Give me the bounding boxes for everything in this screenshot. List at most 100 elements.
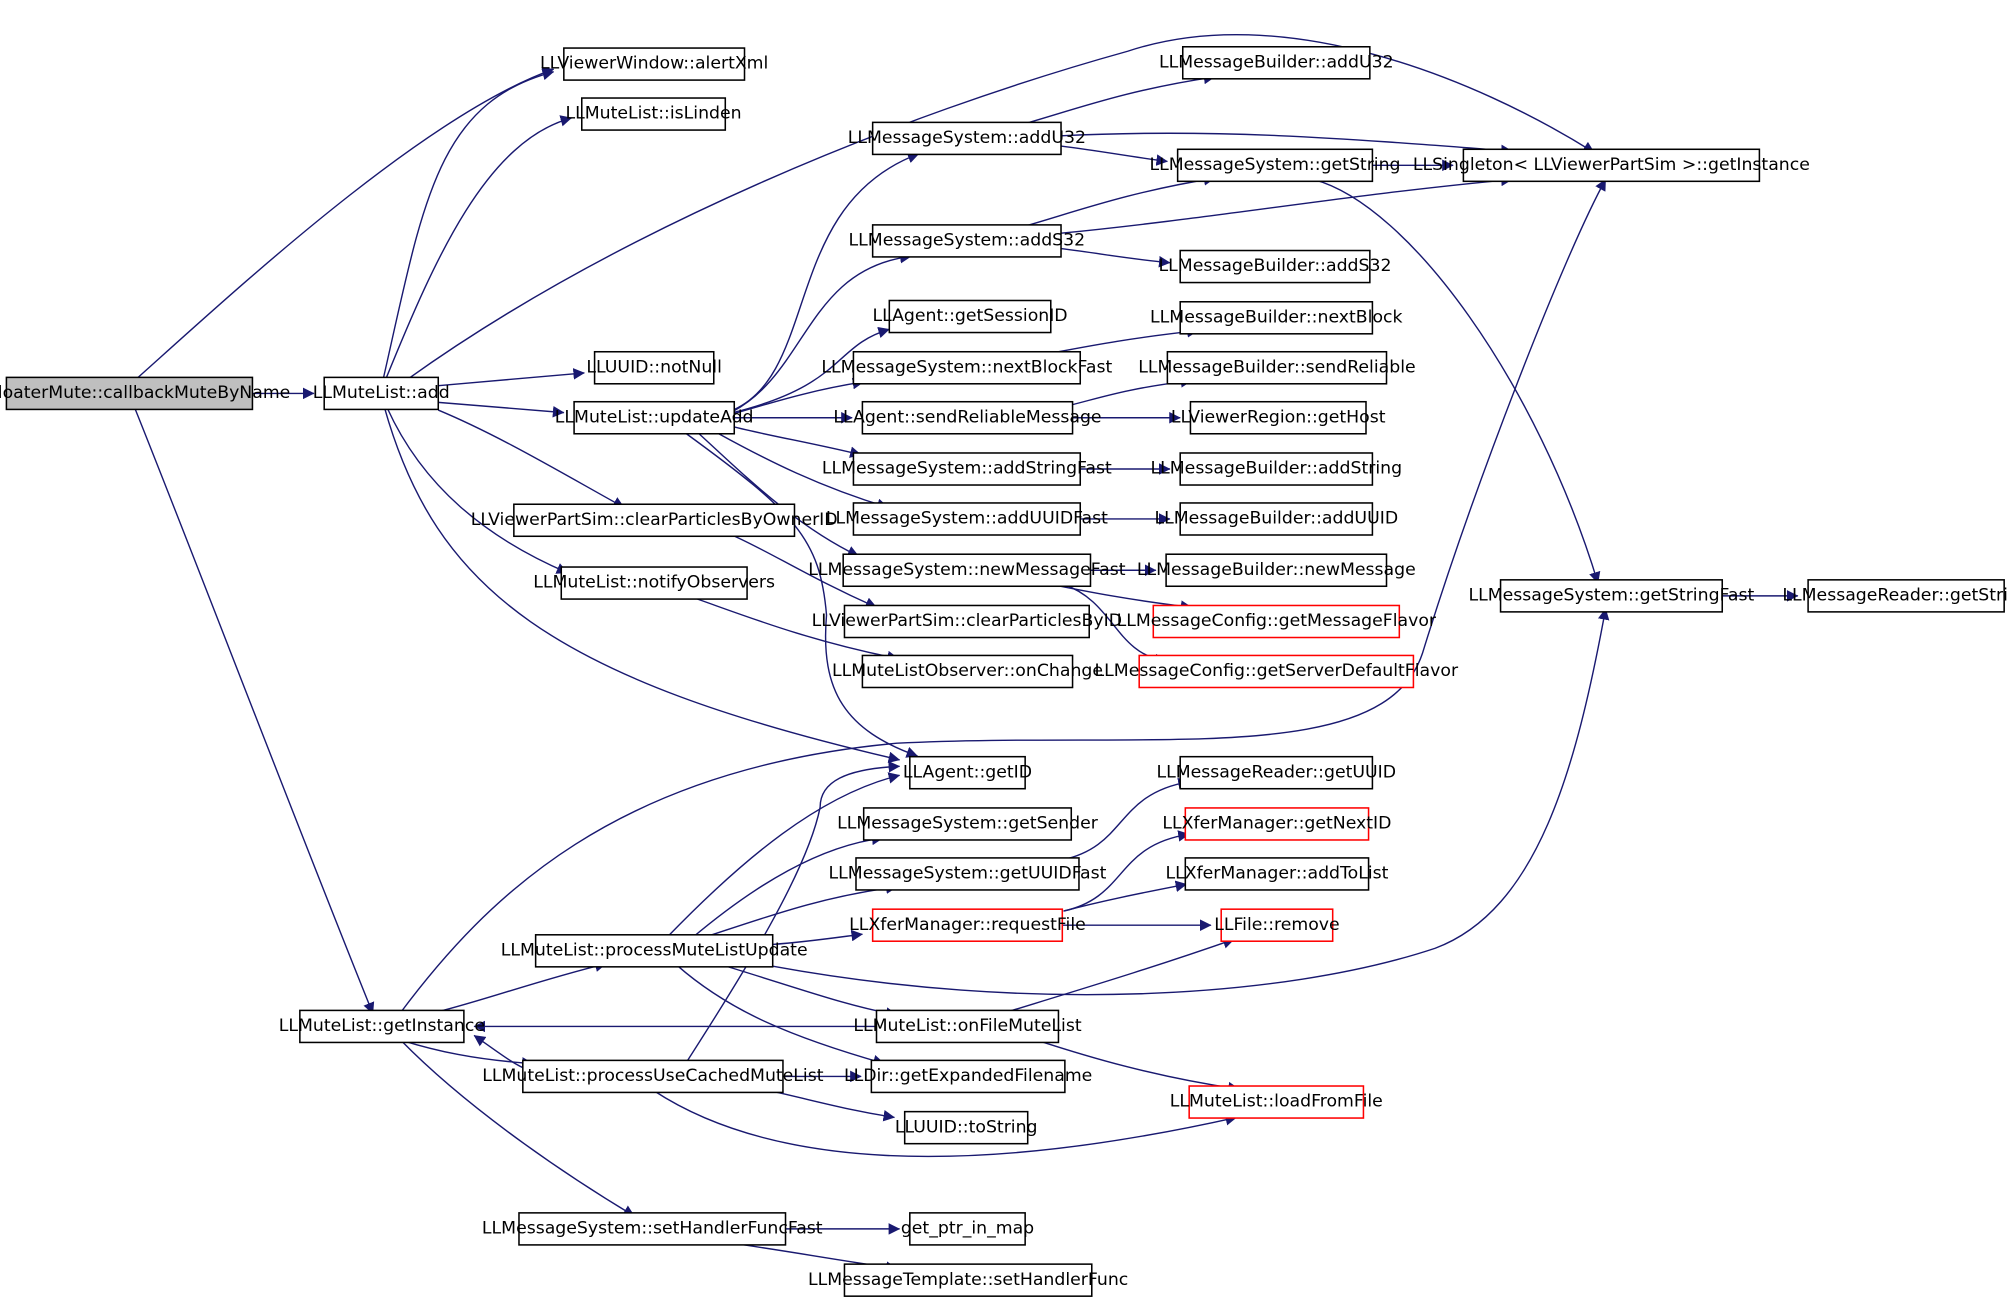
node-clearByID[interactable]: LLViewerPartSim::clearParticlesByID (812, 604, 1122, 639)
edge-updateAdd-to-addS32 (732, 251, 912, 412)
edge-processUCML-to-getID (684, 761, 901, 1064)
edge-processUCML-to-loadFromFile (653, 1089, 1238, 1158)
node-addS32[interactable]: LLMessageSystem::addS32 (849, 224, 1086, 258)
node-box (323, 376, 440, 411)
node-box (1220, 908, 1334, 942)
node-setHandler[interactable]: LLMessageSystem::setHandlerFuncFast (482, 1212, 823, 1246)
node-label: LLAgent::getSessionID (872, 306, 1067, 326)
node-box (563, 47, 746, 81)
node-label: LLMessageBuilder::addUUID (1154, 509, 1398, 529)
node-addToList[interactable]: LLXferManager::addToList (1165, 857, 1389, 891)
node-box (1179, 502, 1374, 536)
node-box (593, 350, 715, 385)
edge-processMLU-to-getExpFile (676, 964, 885, 1067)
node-add[interactable]: LLMuteList::add (313, 376, 450, 411)
node-getHost[interactable]: LLViewerRegion::getHost (1171, 400, 1386, 435)
node-msGetString[interactable]: LLMessageSystem::getString (1149, 148, 1401, 183)
node-getExpFile[interactable]: LLDir::getExpandedFilename (844, 1059, 1092, 1094)
node-isLinden[interactable]: LLMuteList::isLinden (565, 97, 742, 131)
node-label: LLXferManager::addToList (1165, 864, 1388, 884)
node-addStringFast[interactable]: LLMessageSystem::addStringFast (822, 452, 1112, 486)
edge-updateAdd-to-addU32 (732, 152, 920, 411)
node-getMsgFlavor[interactable]: LLMessageConfig::getMessageFlavor (1117, 604, 1437, 639)
node-sendRelMsg[interactable]: LLAgent::sendReliableMessage (833, 400, 1102, 435)
node-mrGetString[interactable]: LLMessageReader::getString (1782, 579, 2008, 613)
node-toString[interactable]: LLUUID::toString (895, 1110, 1038, 1145)
node-box (560, 566, 748, 600)
edge-updateAdd-to-addStringFast (732, 426, 862, 458)
node-alertXml[interactable]: LLViewerWindow::alertXml (540, 47, 768, 81)
edge-requestFile-to-getNextID (1063, 830, 1190, 912)
node-box (1499, 579, 1724, 613)
node-onFileML[interactable]: LLMuteList::onFileMuteList (853, 1009, 1082, 1044)
node-mrGetUUID[interactable]: LLMessageReader::getUUID (1157, 755, 1397, 790)
node-mbAddUUID[interactable]: LLMessageBuilder::addUUID (1154, 502, 1398, 536)
node-label: LLMuteListObserver::onChange (832, 661, 1103, 681)
node-notifyObs[interactable]: LLMuteList::notifyObservers (533, 566, 775, 600)
node-loadFromFile[interactable]: LLMuteList::loadFromFile (1170, 1085, 1383, 1119)
node-getStringFast[interactable]: LLMessageSystem::getStringFast (1469, 579, 1755, 613)
node-box (1189, 400, 1367, 435)
node-getSender[interactable]: LLMessageSystem::getSender (837, 807, 1099, 841)
edge-root-to-alertXml (134, 67, 555, 382)
node-newMessageFast[interactable]: LLMessageSystem::newMessageFast (808, 553, 1126, 588)
edge-addS32-to-mbAddS32 (1060, 247, 1171, 268)
node-mbNextBlock[interactable]: LLMessageBuilder::nextBlock (1150, 301, 1403, 335)
node-mbSendReliable[interactable]: LLMessageBuilder::sendReliable (1138, 350, 1416, 385)
node-label: LLMessageSystem::getSender (837, 814, 1099, 834)
node-singleton[interactable]: LLSingleton< LLViewerPartSim >::getInsta… (1413, 148, 1810, 183)
edge-processMLU-to-getID (665, 772, 901, 939)
node-notNull[interactable]: LLUUID::notNull (586, 350, 722, 385)
node-label: LLFloaterMute::callbackMuteByName (0, 383, 290, 403)
node-onChange[interactable]: LLMuteListObserver::onChange (832, 654, 1103, 689)
node-nextBlockFast[interactable]: LLMessageSystem::nextBlockFast (821, 350, 1112, 385)
node-box (522, 1059, 784, 1094)
node-fileRemove[interactable]: LLFile::remove (1214, 908, 1340, 942)
node-processUCML[interactable]: LLMuteList::processUseCachedMuteList (482, 1059, 824, 1094)
edge-updateAdd-to-newMessageFast (697, 432, 860, 557)
node-box (1166, 350, 1388, 385)
node-box (861, 400, 1074, 435)
node-getPtrInMap[interactable]: get_ptr_in_map (901, 1212, 1034, 1246)
node-label: LLMuteList::processMuteListUpdate (501, 940, 808, 960)
node-getSessionID[interactable]: LLAgent::getSessionID (872, 299, 1068, 334)
node-label: LLMessageSystem::getStringFast (1469, 585, 1755, 605)
node-addU32[interactable]: LLMessageSystem::addU32 (848, 121, 1086, 156)
edge-add-to-alertXml (382, 68, 555, 380)
node-root[interactable]: LLFloaterMute::callbackMuteByName (0, 376, 290, 411)
node-box (1179, 452, 1374, 486)
node-label: LLFile::remove (1214, 915, 1339, 935)
edge-add-to-getID (383, 407, 901, 764)
edge-updateAdd-to-getID (685, 432, 919, 758)
node-box (1462, 148, 1761, 183)
node-mbAddString[interactable]: LLMessageBuilder::addString (1151, 452, 1403, 486)
node-label: LLMessageConfig::getMessageFlavor (1117, 611, 1437, 631)
node-getID[interactable]: LLAgent::getID (903, 755, 1032, 790)
node-mbAddU32[interactable]: LLMessageBuilder::addU32 (1159, 46, 1394, 80)
node-mbNewMessage[interactable]: LLMessageBuilder::newMessage (1137, 553, 1416, 588)
node-label: LLMessageBuilder::sendReliable (1138, 357, 1415, 377)
node-label: LLDir::getExpandedFilename (844, 1066, 1092, 1086)
edge-getInstance-to-setHandler (400, 1040, 635, 1217)
node-box (1181, 46, 1371, 80)
node-addUUIDFast[interactable]: LLMessageSystem::addUUIDFast (826, 502, 1108, 536)
node-box (843, 604, 1090, 639)
node-updateAdd[interactable]: LLMuteList::updateAdd (555, 400, 754, 435)
node-getInstance[interactable]: LLMuteList::getInstance (279, 1009, 485, 1044)
node-processMLU[interactable]: LLMuteList::processMuteListUpdate (501, 934, 808, 968)
node-label: LLMessageBuilder::addS32 (1159, 256, 1392, 276)
node-getSrvFlavor[interactable]: LLMessageConfig::getServerDefaultFlavor (1095, 654, 1459, 689)
node-clearByOwner[interactable]: LLViewerPartSim::clearParticlesByOwnerID (471, 503, 838, 538)
node-box (852, 502, 1082, 536)
node-tmplSetHandler[interactable]: LLMessageTemplate::setHandlerFunc (808, 1263, 1128, 1297)
node-mbAddS32[interactable]: LLMessageBuilder::addS32 (1159, 249, 1392, 284)
node-box (909, 755, 1026, 790)
node-getUUIDFast[interactable]: LLMessageSystem::getUUIDFast (829, 857, 1107, 891)
node-box (518, 1212, 787, 1246)
node-requestFile[interactable]: LLXferManager::requestFile (849, 908, 1086, 942)
node-box (871, 224, 1062, 258)
node-getNextID[interactable]: LLXferManager::getNextID (1162, 807, 1391, 841)
node-label: LLViewerPartSim::clearParticlesByOwnerID (471, 510, 838, 530)
edge-notifyObs-to-onChange (691, 596, 899, 663)
node-label: LLMessageBuilder::newMessage (1137, 560, 1416, 580)
